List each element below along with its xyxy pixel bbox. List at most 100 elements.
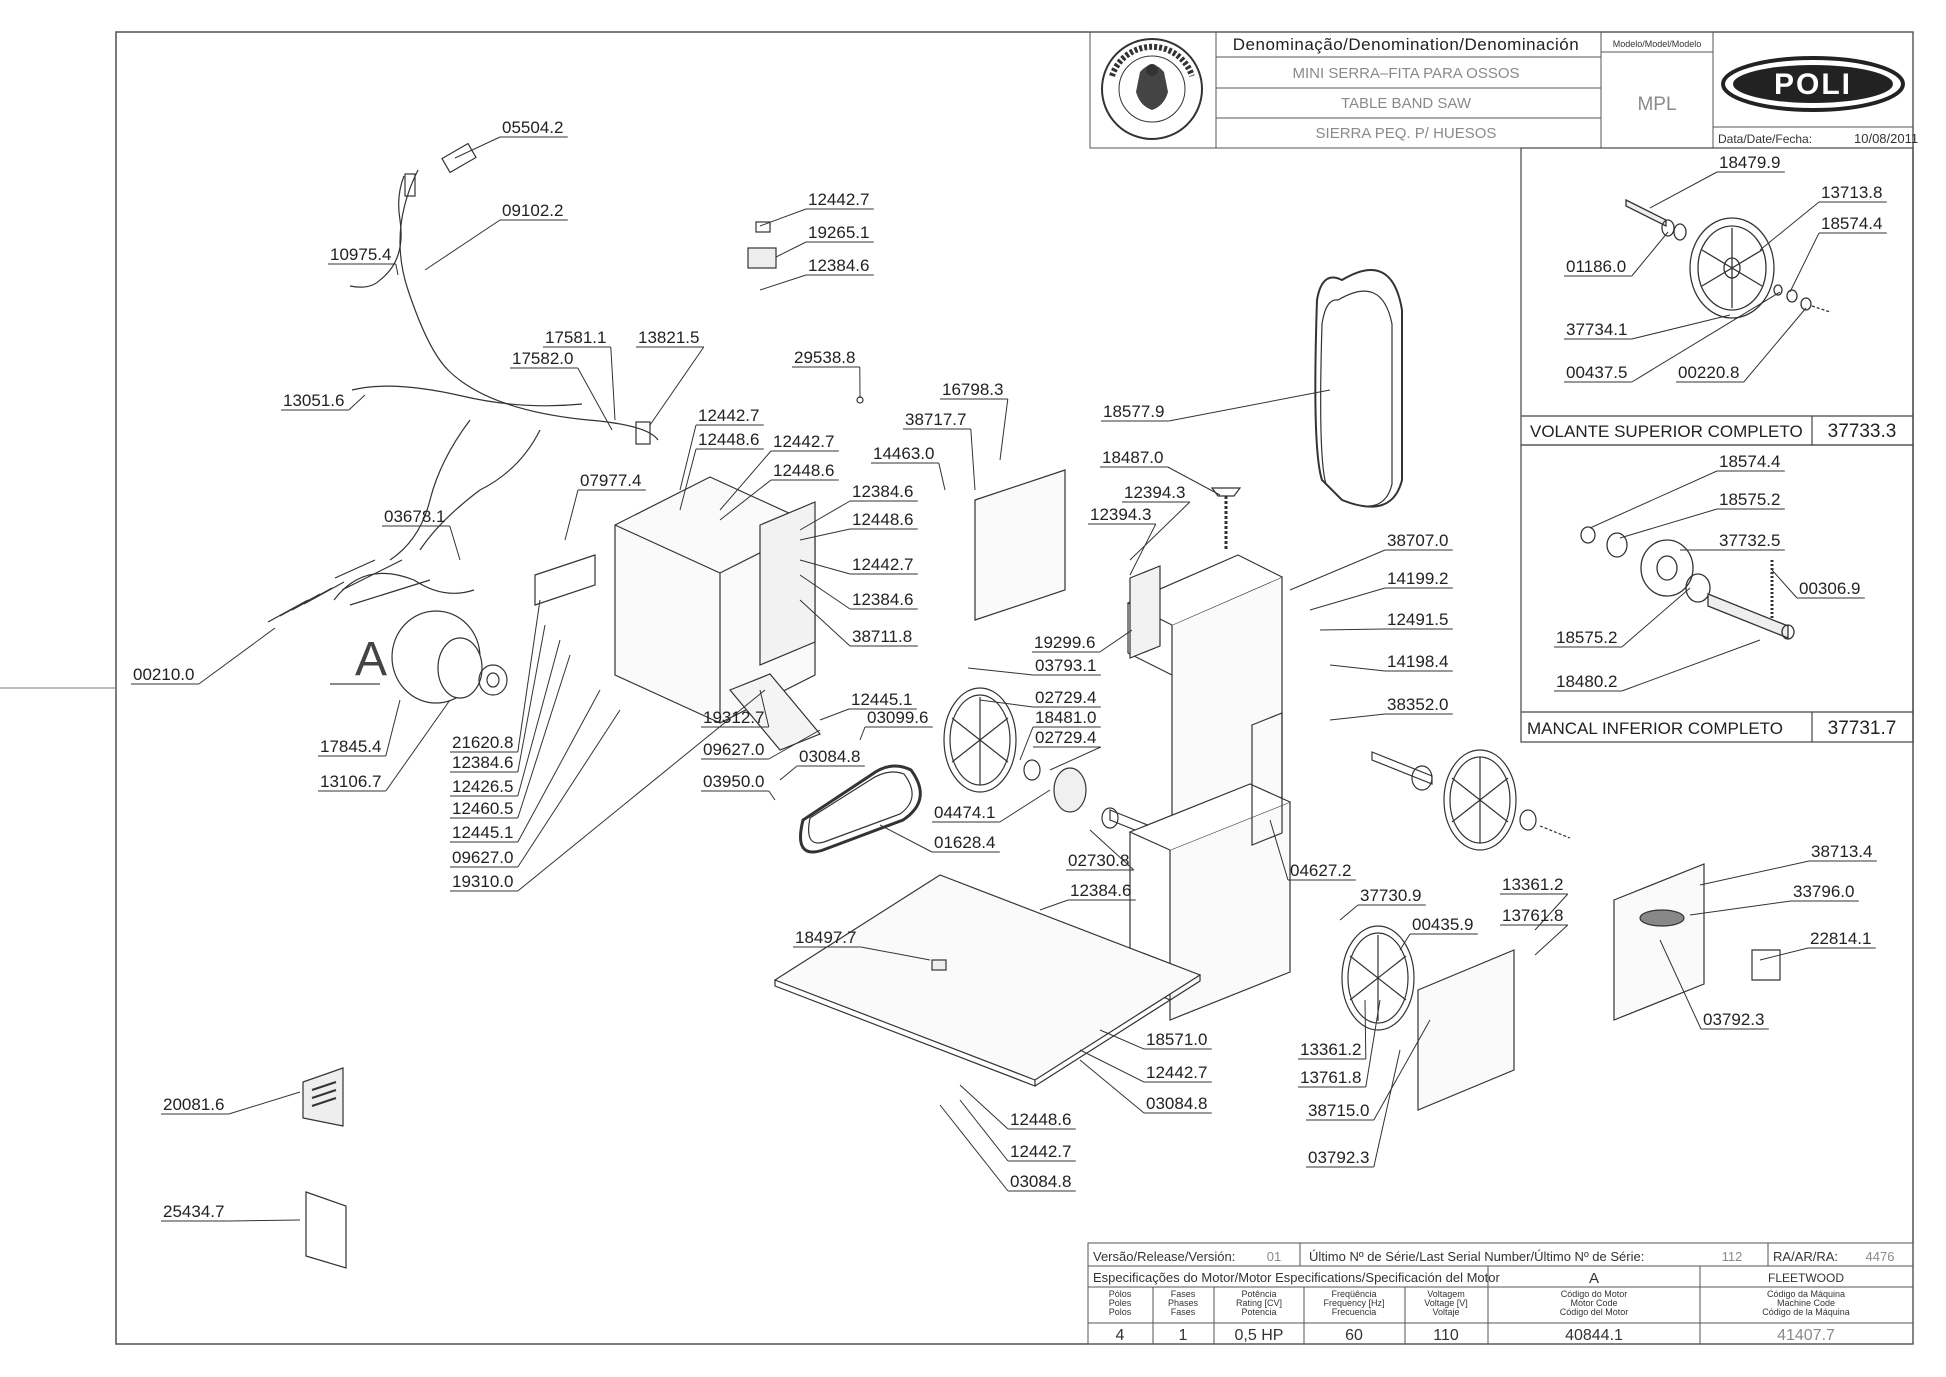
upper-part-number: 18479.9 xyxy=(1719,153,1780,172)
part-number: 02729.4 xyxy=(1035,688,1096,707)
part-callout: 12394.3 xyxy=(1122,483,1191,561)
part-callout: 18487.0 xyxy=(1100,448,1221,496)
upper-part-callout: 37734.1 xyxy=(1564,314,1731,340)
part-number: 09627.0 xyxy=(452,848,513,867)
part-number: 13761.8 xyxy=(1502,906,1563,925)
part-leader xyxy=(959,1084,1009,1130)
spec-header-line: Freqüência xyxy=(1331,1289,1376,1299)
lower-bearing-drawing xyxy=(1580,526,1795,640)
motor-marker: A xyxy=(355,633,387,686)
part-callout: 38715.0 xyxy=(1306,1019,1431,1121)
brand-name: POLI xyxy=(1774,68,1852,101)
part-number: 02730.8 xyxy=(1068,851,1129,870)
part-number: 18571.0 xyxy=(1146,1030,1207,1049)
upper-part-number: 00437.5 xyxy=(1566,363,1627,382)
upper-part-callout: 18479.9 xyxy=(1649,153,1785,209)
poles-value: 4 xyxy=(1116,1327,1125,1344)
part-number: 18577.9 xyxy=(1103,402,1164,421)
part-number: 03084.8 xyxy=(799,747,860,766)
part-leader xyxy=(775,241,807,258)
spec-header-line: Frecuencia xyxy=(1332,1307,1377,1317)
detail-frames xyxy=(1520,147,1914,743)
part-number: 09102.2 xyxy=(502,201,563,220)
part-number: 12460.5 xyxy=(452,799,513,818)
part-leader xyxy=(719,450,772,511)
upper-part-number: 01186.0 xyxy=(1566,257,1626,276)
model-code: MPL xyxy=(1637,94,1676,115)
part-number: 02729.4 xyxy=(1035,728,1096,747)
part-callout: 12384.6 xyxy=(759,256,874,291)
part-number: 17582.0 xyxy=(512,349,573,368)
spec-header-line: Frequency [Hz] xyxy=(1323,1298,1384,1308)
upper-part-callout: 00220.8 xyxy=(1676,307,1807,383)
part-leader xyxy=(1329,713,1386,721)
part-leader xyxy=(649,346,705,426)
part-leader xyxy=(564,489,579,541)
part-callout: 03793.1 xyxy=(967,656,1101,676)
title-block xyxy=(1089,31,1914,149)
part-leader xyxy=(1373,1049,1401,1168)
part-number: 09627.0 xyxy=(703,740,764,759)
machine-name-pt: MINI SERRA–FITA PARA OSSOS xyxy=(1293,65,1520,82)
spec-header-line: Código de la Máquina xyxy=(1762,1307,1850,1317)
part-leader xyxy=(517,639,561,797)
part-number: 12384.6 xyxy=(852,482,913,501)
part-callout: 12384.6 xyxy=(1039,881,1136,911)
upper-part-leader xyxy=(1631,314,1731,340)
part-callout: 12460.5 xyxy=(450,654,571,819)
part-number: 33796.0 xyxy=(1793,882,1854,901)
part-leader xyxy=(1079,1049,1145,1083)
part-number: 03099.6 xyxy=(867,708,928,727)
part-leader xyxy=(610,346,616,421)
spec-column-headers: PólosPolesPolosFasesPhasesFasesPotênciaR… xyxy=(1109,1289,1850,1317)
spec-header-line: Fases xyxy=(1171,1289,1196,1299)
part-callout: 02729.4 xyxy=(1033,728,1102,771)
part-callout: 09627.0 xyxy=(701,729,821,760)
part-leader xyxy=(228,1219,301,1222)
part-number: 03950.0 xyxy=(703,772,764,791)
lower-part-number: 18480.2 xyxy=(1556,672,1617,691)
part-callout: 18481.0 xyxy=(1019,708,1101,761)
part-leader xyxy=(1365,999,1381,1088)
part-number: 12445.1 xyxy=(851,690,912,709)
part-callout: 12442.7 xyxy=(799,555,918,575)
part-number: 13761.8 xyxy=(1300,1068,1361,1087)
upper-part-number: 00220.8 xyxy=(1678,363,1739,382)
version-value: 01 xyxy=(1267,1249,1281,1264)
version-label: Versão/Release/Versión: xyxy=(1093,1249,1235,1264)
machine-name-es: SIERRA PEQ. P/ HUESOS xyxy=(1316,125,1497,142)
part-number: 03678.1 xyxy=(384,507,445,526)
part-leader xyxy=(959,1099,1009,1162)
part-number: 12384.6 xyxy=(808,256,869,275)
part-number: 19265.1 xyxy=(808,223,869,242)
part-number: 04627.2 xyxy=(1290,861,1351,880)
part-leader xyxy=(1289,549,1386,591)
part-number: 12442.7 xyxy=(1146,1063,1207,1082)
part-callout: 02730.8 xyxy=(1066,829,1135,871)
part-callout: 12448.6 xyxy=(679,430,764,511)
part-number: 12491.5 xyxy=(1387,610,1448,629)
part-callout: 19265.1 xyxy=(775,223,874,258)
upper-wheel-drawing xyxy=(1625,198,1831,319)
part-leader xyxy=(679,448,697,511)
part-callout: 13106.7 xyxy=(318,699,451,792)
part-number: 19299.6 xyxy=(1034,633,1095,652)
serial-label: Último Nº de Série/Last Serial Number/Úl… xyxy=(1309,1249,1644,1264)
part-number: 12448.6 xyxy=(852,510,913,529)
part-callout: 38711.8 xyxy=(799,599,918,647)
part-callout: 12384.6 xyxy=(799,574,918,610)
part-number: 12448.6 xyxy=(1010,1110,1071,1129)
part-leader xyxy=(879,824,933,853)
part-number: 03792.3 xyxy=(1703,1010,1764,1029)
lower-bearing-callouts: 18574.418575.237732.500306.918575.218480… xyxy=(1554,452,1865,692)
part-callout: 03678.1 xyxy=(382,507,461,561)
part-callout: 04474.1 xyxy=(932,789,1051,823)
spec-header-line: Rating [CV] xyxy=(1236,1298,1282,1308)
part-callout: 12442.7 xyxy=(1079,1049,1212,1083)
part-callout: 17582.0 xyxy=(510,349,613,431)
spec-header-line: Phases xyxy=(1168,1298,1199,1308)
part-leader xyxy=(970,428,976,491)
part-callout: 01628.4 xyxy=(879,824,1000,853)
part-number: 01628.4 xyxy=(934,833,995,852)
spec-block xyxy=(1087,1242,1914,1345)
